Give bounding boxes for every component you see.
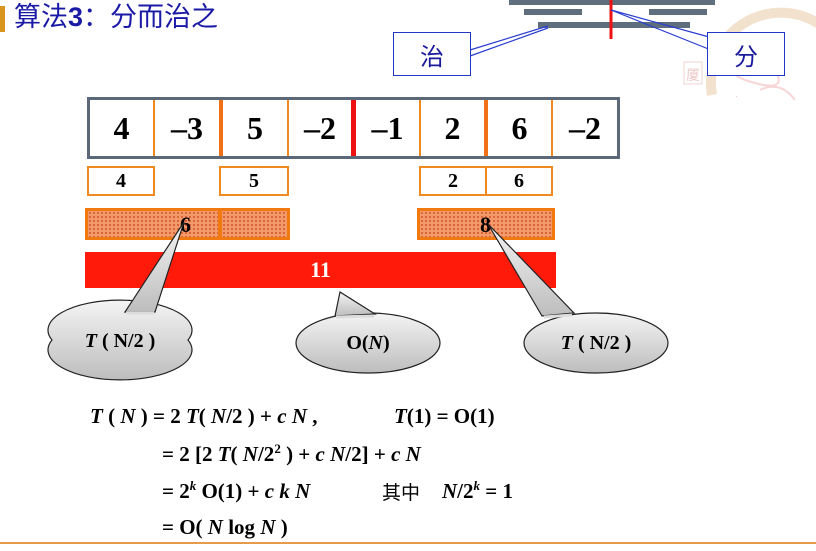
depth-condition: N/2k = 1 bbox=[442, 478, 513, 503]
title-prefix: 算法 bbox=[14, 2, 68, 32]
footer-rule bbox=[0, 542, 816, 544]
array-cell: 6 bbox=[511, 109, 528, 146]
array-divider bbox=[287, 100, 289, 156]
svg-text:·: · bbox=[735, 92, 738, 103]
right-half-value: 8 bbox=[480, 212, 491, 237]
array-cell: –2 bbox=[569, 109, 601, 146]
subresult-box: 5 bbox=[219, 166, 289, 196]
title-rest: ：分而治之 bbox=[83, 2, 219, 32]
recurrence-line-3: = 2k O(1) + c k N bbox=[162, 478, 311, 503]
left-half-box bbox=[85, 208, 221, 240]
diagram-left-bar bbox=[524, 9, 582, 15]
left-half-value: 6 bbox=[180, 212, 191, 237]
where-label: 其中 bbox=[382, 482, 421, 504]
array-cell: –2 bbox=[304, 109, 336, 146]
array-divider bbox=[551, 100, 553, 156]
diagram-merge-bar bbox=[538, 22, 690, 28]
right-half-box bbox=[417, 208, 555, 240]
conquer-tag: 治 bbox=[393, 32, 471, 76]
recurrence-line-1: T ( N ) = 2 T( N/2 ) + c N , bbox=[90, 404, 318, 428]
array-cell: 4 bbox=[113, 109, 130, 146]
right-callout-bubble bbox=[487, 223, 669, 374]
middle-callout-bubble bbox=[295, 291, 441, 374]
right-callout-text: T ( N/2 ) bbox=[560, 331, 632, 354]
left-callout-text: T ( N/2 ) bbox=[84, 329, 156, 352]
array-midpoint-divider bbox=[351, 100, 356, 156]
slide-title: 算法3：分而治之 bbox=[14, 0, 218, 34]
subresult-box: 2 bbox=[419, 166, 487, 196]
title-number: 3 bbox=[68, 2, 84, 32]
title-accent-bar bbox=[0, 6, 5, 32]
array-cell: –3 bbox=[171, 109, 203, 146]
total-value: 11 bbox=[310, 257, 331, 282]
array-cell: 5 bbox=[247, 109, 263, 146]
subresult-box: 6 bbox=[485, 166, 553, 196]
base-case: T(1) = O(1) bbox=[394, 404, 495, 428]
array-divider bbox=[419, 100, 421, 156]
middle-callout-text: O( N ) bbox=[346, 331, 390, 354]
svg-text:厦: 厦 bbox=[686, 68, 700, 84]
array-divider bbox=[484, 100, 488, 156]
array-divider bbox=[219, 100, 223, 156]
recurrence-line-2: = 2 [2 T( N/22 ) + c N/2] + c N bbox=[162, 441, 421, 466]
subresult-box: 4 bbox=[87, 166, 155, 196]
array-frame bbox=[87, 97, 620, 159]
array-cell: –1 bbox=[371, 109, 404, 146]
array-cell: 2 bbox=[444, 109, 461, 146]
left-callout-bubble bbox=[47, 221, 193, 381]
diagram-right-bar bbox=[649, 9, 707, 15]
divide-tag: 分 bbox=[707, 32, 785, 76]
left-half-box bbox=[219, 208, 290, 240]
recurrence-result: = O( N log N ) bbox=[162, 515, 288, 539]
array-divider bbox=[153, 100, 155, 156]
